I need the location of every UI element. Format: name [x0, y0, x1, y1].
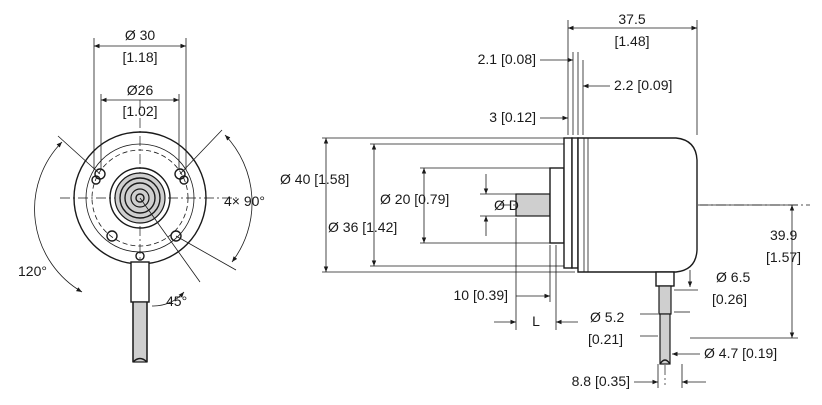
- dim-dia5-2-in: [0.21]: [588, 331, 623, 347]
- cable: [132, 301, 148, 363]
- dim-dia26: Ø26: [127, 82, 154, 98]
- dim-8-8: 8.8 [0.35]: [572, 373, 630, 389]
- angle-ref-line: [57, 135, 101, 175]
- dim-dia30-in: [1.18]: [122, 49, 157, 65]
- dim-length-in: [1.48]: [614, 33, 649, 49]
- cable-gland: [130, 261, 150, 303]
- hub: [549, 167, 565, 244]
- dim-d: Ø D: [494, 197, 519, 213]
- hub-outer: [109, 167, 171, 229]
- angle-ref-line: [179, 129, 223, 175]
- dim-39-9: 39.9: [770, 227, 797, 243]
- cable-sleeve: [658, 285, 672, 315]
- side-view: 37.5 [1.48] 2.1 [0.08] 2.2 [0.09] 3 [0.1…: [280, 11, 810, 389]
- dim-angle-120: 120°: [18, 263, 47, 279]
- screw: [91, 175, 101, 185]
- dim-3: 3 [0.12]: [489, 109, 536, 125]
- dim-dia26-in: [1.02]: [122, 103, 157, 119]
- hub-ring-2: [124, 182, 156, 214]
- bolt-circle: [91, 149, 189, 247]
- dim-dia4-7: Ø 4.7 [0.19]: [704, 345, 777, 361]
- cable: [659, 313, 671, 365]
- angle-arc-4x90: [224, 134, 253, 263]
- mounting-hole: [106, 230, 118, 242]
- angle-ref-line: [175, 235, 237, 271]
- cable-break: [132, 357, 148, 363]
- dim-holes-4x90: 4× 90°: [224, 193, 265, 209]
- hub-ring-1: [119, 177, 161, 219]
- angle-arc-120: [34, 141, 83, 293]
- dim-dia30: Ø 30: [125, 27, 156, 43]
- shaft-center: [135, 193, 145, 203]
- flange-2: [571, 137, 579, 269]
- dim-dia5-2: Ø 5.2: [590, 309, 624, 325]
- dim-length: 37.5: [618, 11, 645, 27]
- dim-dia40: Ø 40 [1.58]: [280, 171, 349, 187]
- dim-39-9-in: [1.57]: [766, 249, 801, 265]
- cable-gland: [655, 271, 675, 287]
- dim-dia6-5-in: [0.26]: [712, 291, 747, 307]
- dim-dia6-5: Ø 6.5: [716, 269, 750, 285]
- screw: [179, 175, 189, 185]
- dim-angle-45: 45°: [166, 293, 187, 309]
- shaft: [515, 193, 551, 217]
- screw: [135, 251, 145, 261]
- dim-2-1: 2.1 [0.08]: [478, 51, 536, 67]
- flange-1: [563, 137, 573, 269]
- dim-2-2: 2.2 [0.09]: [614, 77, 672, 93]
- encoder-body: [577, 137, 698, 273]
- front-view: Ø 30 [1.18] Ø26 [1.02] 120° 4× 90° 45°: [18, 27, 265, 363]
- dim-l: L: [532, 313, 540, 329]
- dim-dia36: Ø 36 [1.42]: [328, 219, 397, 235]
- dim-10: 10 [0.39]: [454, 287, 509, 303]
- angle-arc-45: [151, 291, 185, 307]
- mounting-hole: [170, 230, 182, 242]
- dim-dia20: Ø 20 [0.79]: [380, 191, 449, 207]
- angle-ref-line: [139, 197, 201, 283]
